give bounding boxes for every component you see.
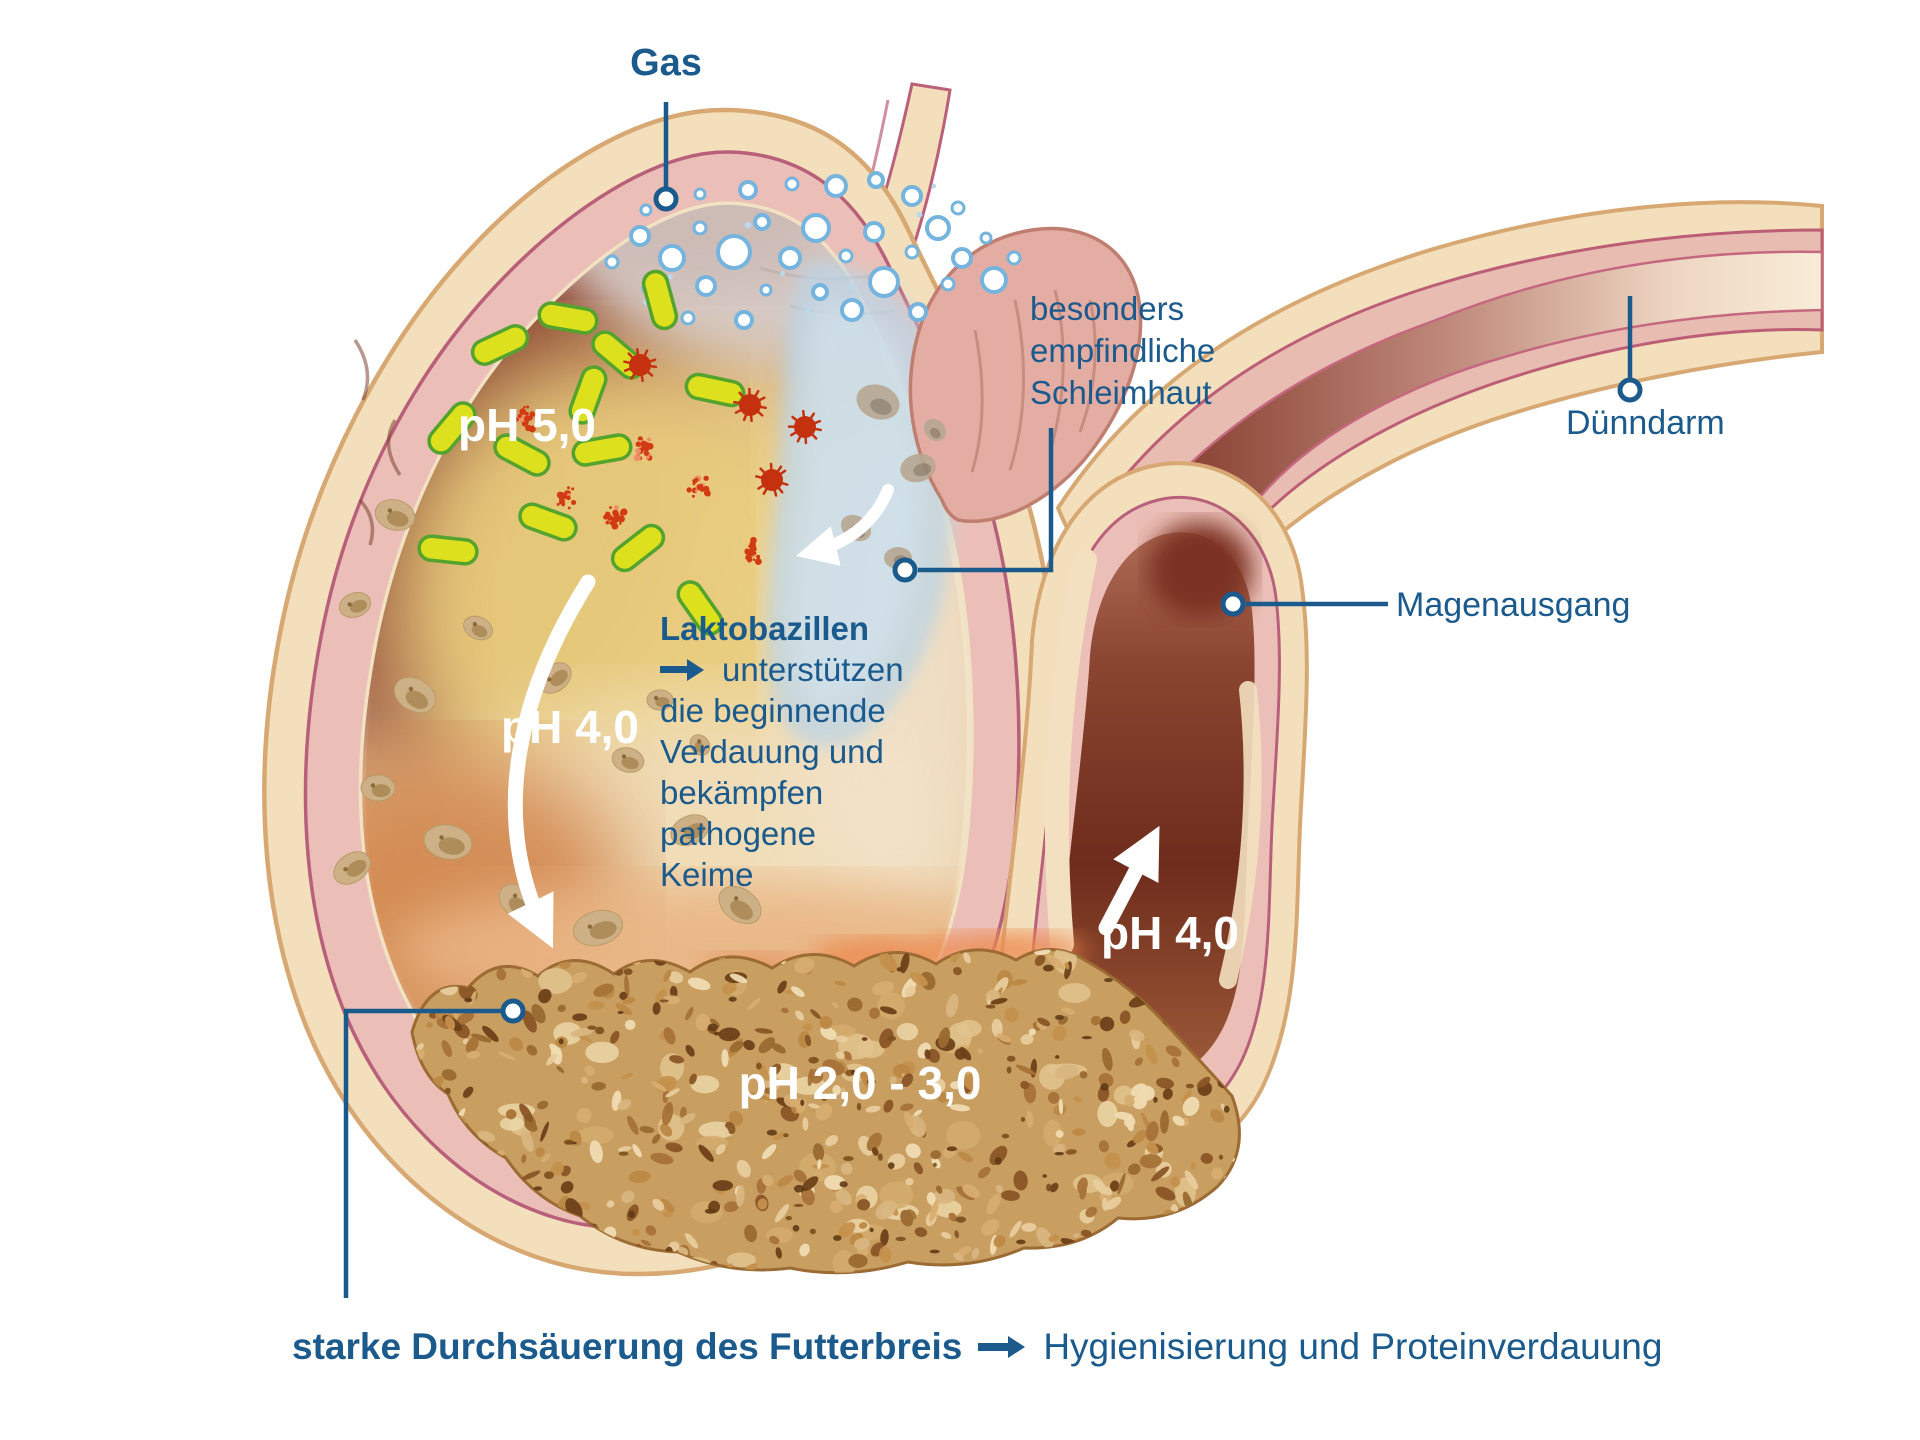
stomach-fold-left — [1044, 548, 1097, 956]
lactobacilli-text-6: Keime — [660, 856, 754, 893]
ph-label-fundus: pH 5,0 — [457, 399, 597, 451]
small-intestine-label: Dünndarm — [1566, 404, 1725, 442]
gas-bubbles — [604, 171, 1022, 330]
feed-leader-dot — [500, 998, 526, 1024]
cardia-muscle-flap — [908, 226, 1143, 523]
schleimhaut-leader-dot — [892, 557, 918, 583]
lactobacilli-annotation: Laktobazillen unterstützen die beginnend… — [660, 608, 904, 895]
lactobacilli-text-4: bekämpfen — [660, 774, 824, 811]
lactobacilli-arrow-line: unterstützen — [660, 649, 904, 690]
bottom-caption-bold: starke Durchsäuerung des Futterbreis — [292, 1326, 963, 1367]
lactobacilli-text-5: pathogene — [660, 815, 816, 852]
schleimhaut-leader — [918, 428, 1054, 573]
duenndarm-leader-dot — [1617, 377, 1643, 403]
flow-arrows — [507, 484, 1160, 949]
arrow-right-icon — [978, 1343, 1009, 1351]
inflow-arrow — [796, 484, 894, 566]
stomach-fold-right — [1219, 681, 1262, 989]
bottom-caption-regular: Hygienisierung und Proteinverdauung — [1043, 1326, 1663, 1367]
acid-flow-arrow-down — [507, 574, 596, 949]
gas-leader-dot — [653, 186, 679, 212]
feed-leader — [343, 1008, 524, 1298]
leader-lines — [343, 102, 1643, 1298]
lactobacilli-text-2: die beginnende — [660, 692, 886, 729]
sensitive-mucosa-line-2: empfindliche — [1030, 332, 1216, 369]
magenausgang-leader-dot — [1220, 591, 1246, 617]
outflow-arrow-up — [1098, 825, 1160, 936]
gas-label: Gas — [630, 42, 702, 84]
lactobacilli-text-1: unterstützen — [722, 651, 904, 688]
stomach-flora — [333, 269, 947, 947]
bottom-caption: starke Durchsäuerung des Futterbreis Hyg… — [292, 1326, 1662, 1368]
arrow-right-icon — [660, 666, 687, 673]
lactobacilli-title: Laktobazillen — [660, 610, 870, 647]
sensitive-mucosa-line-3: Schleimhaut — [1030, 374, 1212, 411]
ph-label-body: pH 4,0 — [500, 701, 640, 753]
stomach-exit-label: Magenausgang — [1396, 586, 1631, 624]
lactobacilli-text-3: Verdauung und — [660, 733, 884, 770]
ph-label-pylorus: pH 4,0 — [1100, 907, 1240, 959]
sensitive-mucosa-line-1: besonders — [1030, 290, 1185, 327]
ph-label-feed: pH 2,0 - 3,0 — [738, 1057, 982, 1109]
sensitive-mucosa-label: besonders empfindliche Schleimhaut — [1030, 288, 1215, 414]
pylorus-interior — [1059, 532, 1255, 1086]
